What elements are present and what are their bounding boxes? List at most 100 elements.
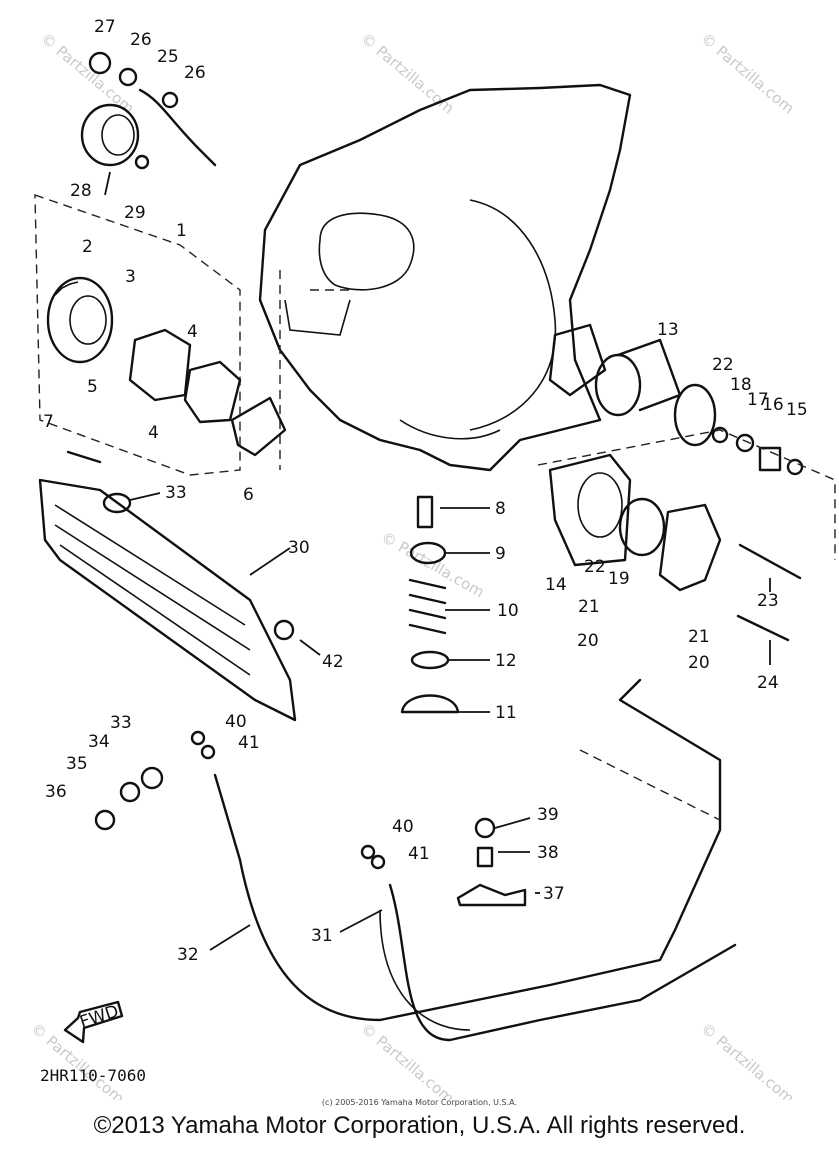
leader-lines xyxy=(104,171,771,951)
oil-pump-gear xyxy=(46,276,114,364)
collar-41b xyxy=(370,854,386,870)
callout: 12 xyxy=(495,651,517,671)
union-19 xyxy=(658,503,722,592)
callout: 4 xyxy=(148,423,159,443)
callout: 25 xyxy=(157,47,179,67)
washer-17 xyxy=(735,433,755,453)
gasket-plate xyxy=(548,323,607,397)
collar-41 xyxy=(200,744,216,760)
clamp-37 xyxy=(456,883,527,907)
callout: 5 xyxy=(87,377,98,397)
collar-38 xyxy=(476,846,494,868)
callout: 10 xyxy=(497,601,519,621)
washer-34 xyxy=(119,781,141,803)
grommet-33b xyxy=(140,766,164,790)
callout: 20 xyxy=(577,631,599,651)
oil-cooler-30 xyxy=(38,478,297,722)
small-copyright: (c) 2005-2016 Yamaha Motor Corporation, … xyxy=(321,1098,518,1107)
watermark: © Partzilla.com xyxy=(357,29,457,117)
cooler-cover-outline xyxy=(537,429,836,560)
oil-hoses xyxy=(213,678,737,1042)
grommet-33 xyxy=(102,492,132,514)
bolt-23 xyxy=(738,543,802,580)
callout: 30 xyxy=(288,538,310,558)
oil-pump-body xyxy=(128,328,287,457)
callout: 6 xyxy=(243,485,254,505)
callout: 36 xyxy=(45,782,67,802)
o-ring-22 xyxy=(673,383,717,447)
crankcase-cover xyxy=(258,83,632,472)
callout: 34 xyxy=(88,732,110,752)
callout: 24 xyxy=(757,673,779,693)
callout: 26 xyxy=(184,63,206,83)
watermark: © Partzilla.com xyxy=(27,1019,127,1100)
bolt-42 xyxy=(273,619,295,641)
pin-8 xyxy=(416,495,434,529)
spring-10 xyxy=(408,578,447,635)
callout: 33 xyxy=(110,713,132,733)
callout: 29 xyxy=(124,203,146,223)
watermark: © Partzilla.com xyxy=(357,1019,457,1100)
callout: 31 xyxy=(311,926,333,946)
callout: 39 xyxy=(537,805,559,825)
bolt-36 xyxy=(94,809,116,831)
callout: 40 xyxy=(392,817,414,837)
callout: 15 xyxy=(786,400,808,420)
bolt-39 xyxy=(474,817,496,839)
callout: 19 xyxy=(608,569,630,589)
copyright-notice: ©2013 Yamaha Motor Corporation, U.S.A. A… xyxy=(93,1112,746,1139)
callout: 14 xyxy=(545,575,567,595)
oil-pipe-25 xyxy=(138,88,217,167)
callout: 35 xyxy=(66,754,88,774)
pump-assembly-outline xyxy=(34,194,241,476)
callout: 32 xyxy=(177,945,199,965)
oil-filter-cover-14 xyxy=(548,453,632,567)
callout: 27 xyxy=(94,17,116,37)
watermark: © Partzilla.com xyxy=(37,29,137,117)
spring-16 xyxy=(758,446,782,472)
callout: 17 xyxy=(747,390,769,410)
callout-labels: 27 26 25 26 28 29 1 2 3 4 5 4 7 6 13 22 … xyxy=(43,17,808,965)
callout: 23 xyxy=(757,591,779,611)
washer-26 xyxy=(118,67,138,87)
callout: 3 xyxy=(125,267,136,287)
callout: 20 xyxy=(688,653,710,673)
callout: 37 xyxy=(543,884,565,904)
oil-filter-13 xyxy=(594,338,682,417)
o-ring-29 xyxy=(134,154,150,170)
callout: 21 xyxy=(688,627,710,647)
callout: 13 xyxy=(657,320,679,340)
oil-pump-cooler-diagram: © Partzilla.com © Partzilla.com © Partzi… xyxy=(27,17,836,1100)
callout: 28 xyxy=(70,181,92,201)
callout: 9 xyxy=(495,544,506,564)
callout: 18 xyxy=(730,375,752,395)
callout: 21 xyxy=(578,597,600,617)
callout: 16 xyxy=(762,395,784,415)
callout: 4 xyxy=(187,322,198,342)
callout: 41 xyxy=(408,844,430,864)
bolt-27 xyxy=(88,51,112,75)
watermark: © Partzilla.com xyxy=(697,29,797,117)
part-28-housing xyxy=(80,103,140,167)
callout: 7 xyxy=(43,412,54,432)
callout: 40 xyxy=(225,712,247,732)
washer-40 xyxy=(190,730,206,746)
diagram-code: 2HR110-7060 xyxy=(40,1066,146,1085)
pump-bolt xyxy=(66,450,102,464)
bolt-24 xyxy=(736,614,790,642)
o-ring-12 xyxy=(410,650,450,670)
plug-11 xyxy=(400,694,460,714)
cap-15 xyxy=(786,458,804,476)
watermark: © Partzilla.com xyxy=(378,528,487,601)
washer-26b xyxy=(161,91,179,109)
callout: 42 xyxy=(322,652,344,672)
callout: 22 xyxy=(584,557,606,577)
callout: 33 xyxy=(165,483,187,503)
washer-40b xyxy=(360,844,376,860)
seal-18 xyxy=(711,426,729,444)
callout: 2 xyxy=(82,237,93,257)
watermarks: © Partzilla.com © Partzilla.com © Partzi… xyxy=(27,29,797,1100)
callout: 8 xyxy=(495,499,506,519)
callout: 26 xyxy=(130,30,152,50)
callout: 1 xyxy=(176,221,187,241)
